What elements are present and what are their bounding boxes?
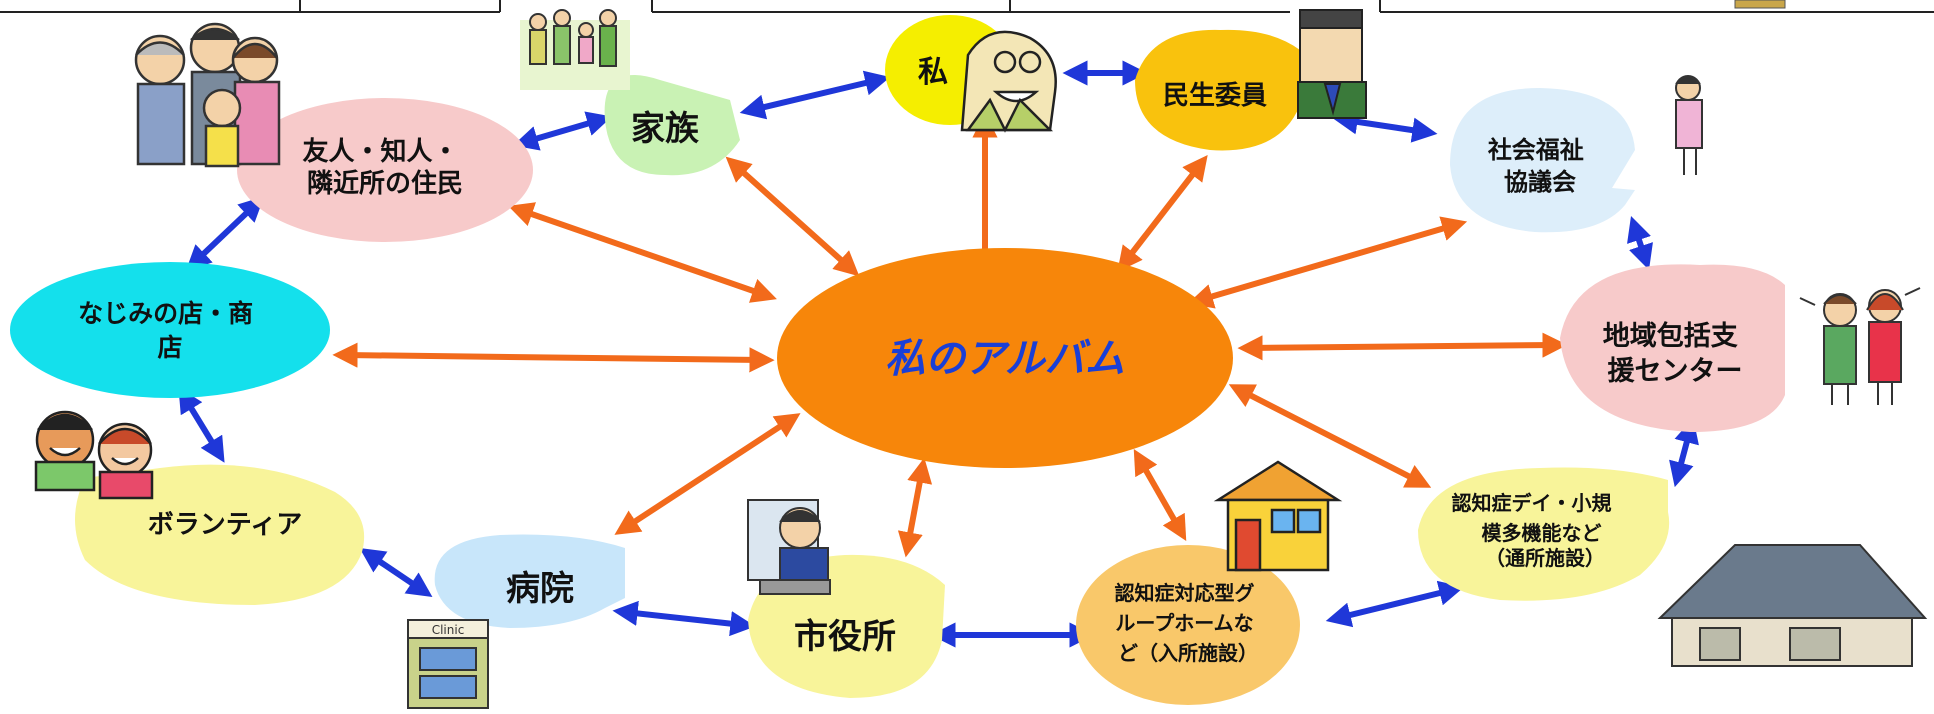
- node-dayservice-line2: 模多機能など: [1482, 521, 1602, 545]
- family-group-icon: [134, 22, 281, 168]
- arrow-commissioner-council: [1332, 109, 1438, 143]
- node-friends[interactable]: 友人・知人・ 隣近所の住民: [237, 98, 533, 242]
- node-shop[interactable]: なじみの店・商 店: [10, 262, 330, 398]
- node-hospital[interactable]: 病院: [434, 534, 625, 628]
- node-dementia-day[interactable]: 認知症デイ・小規 模多機能など （通所施設）: [1418, 467, 1670, 601]
- arrow-center-council: [1187, 216, 1468, 309]
- arrow-center-group-home: [1133, 449, 1187, 541]
- node-council-line1: 社会福祉: [1488, 136, 1584, 164]
- businessman-icon: [1297, 9, 1367, 119]
- arrow-family-me: [739, 70, 891, 120]
- arrow-volunteer-hospital: [359, 547, 433, 598]
- node-friends-line2: 隣近所の住民: [307, 168, 463, 199]
- node-volunteer-label: ボランティア: [148, 510, 302, 540]
- node-friends-line1: 友人・知人・: [302, 137, 458, 167]
- svg-text:認知症対応型グ ループホームな ど（: 認知症対応型グ ループホームな ど（入所施設）: [1115, 581, 1262, 665]
- arrow-center-shop: [332, 342, 775, 373]
- blue-arrows: [178, 60, 1699, 648]
- node-dayservice-line3: （通所施設）: [1485, 546, 1605, 570]
- svg-text:認知症デイ・小規 模多機能など （通: 認知症デイ・小規 模多機能など （通所施設）: [1452, 491, 1619, 570]
- svg-text:社会福祉 協議会: 社会福祉 協議会: [1488, 136, 1592, 196]
- day-facility-house-icon: [1657, 544, 1928, 667]
- svg-text:なじみの店・商 店: なじみの店・商 店: [78, 299, 262, 362]
- arrow-center-family: [725, 156, 860, 277]
- node-city-hall-label: 市役所: [794, 617, 896, 657]
- clinic-building-icon: Clinic: [407, 619, 489, 709]
- group-home-house-icon: [1213, 460, 1343, 572]
- arrow-support-dementia-day: [1669, 417, 1699, 488]
- caregiver-icon: [1675, 75, 1703, 175]
- svg-text:友人・知人・ 隣近所の住民: 友人・知人・ 隣近所の住民: [302, 137, 467, 199]
- arrow-center-commissioner: [1117, 155, 1208, 272]
- center-node[interactable]: 私のアルバム: [777, 248, 1233, 468]
- volunteer-kids-icon: [34, 410, 154, 500]
- arrow-center-hospital: [614, 413, 801, 535]
- top-frame: [0, 0, 1934, 13]
- node-dayservice-line1: 認知症デイ・小規: [1452, 491, 1612, 515]
- arrow-friends-shop: [185, 196, 265, 271]
- arrow-center-dementia-day: [1228, 384, 1432, 488]
- arrow-hospital-cityhall: [612, 600, 756, 637]
- arrow-council-support: [1627, 216, 1653, 270]
- node-grouphome-line1: 認知症対応型グ: [1115, 581, 1255, 605]
- arrow-shop-volunteer: [178, 387, 225, 463]
- arrow-grouphome-dementia-day: [1325, 580, 1465, 628]
- node-shop-line2: 店: [157, 333, 182, 362]
- node-grouphome-line3: ど（入所施設）: [1118, 641, 1258, 665]
- node-family[interactable]: 家族: [604, 75, 740, 176]
- arrow-center-support: [1237, 332, 1568, 361]
- node-support-line1: 地域包括支: [1603, 320, 1738, 352]
- node-volunteer[interactable]: ボランティア: [75, 464, 365, 605]
- center-label: 私のアルバム: [885, 336, 1125, 382]
- svg-text:地域包括支 援センター: 地域包括支 援センター: [1603, 320, 1747, 387]
- node-council-line2: 協議会: [1504, 168, 1576, 196]
- node-grouphome-line2: ループホームな: [1115, 611, 1253, 635]
- node-social-welfare-council[interactable]: 社会福祉 協議会: [1450, 88, 1635, 233]
- arrow-center-city-hall: [897, 457, 933, 558]
- arrow-center-friends: [508, 202, 777, 303]
- node-welfare-commissioner[interactable]: 民生委員: [1135, 29, 1300, 151]
- node-family-label: 家族: [631, 109, 699, 149]
- node-shop-line1: なじみの店・商: [78, 299, 253, 328]
- node-hospital-label: 病院: [506, 569, 574, 609]
- node-support-center[interactable]: 地域包括支 援センター: [1560, 264, 1785, 432]
- orange-arrows: [332, 112, 1568, 558]
- elderly-man-icon: [960, 30, 1057, 133]
- node-me-label: 私: [918, 55, 948, 90]
- clerk-phone-icon: [747, 499, 831, 595]
- node-support-line2: 援センター: [1608, 356, 1743, 387]
- node-group-home[interactable]: 認知症対応型グ ループホームな ど（入所施設）: [1076, 545, 1300, 705]
- node-welfare-commissioner-label: 民生委員: [1163, 81, 1267, 111]
- clinic-sign-text: Clinic: [432, 623, 465, 637]
- arrow-friends-family: [512, 111, 613, 151]
- staff-pair-icon: [1799, 287, 1921, 405]
- small-family-icon: [520, 9, 630, 90]
